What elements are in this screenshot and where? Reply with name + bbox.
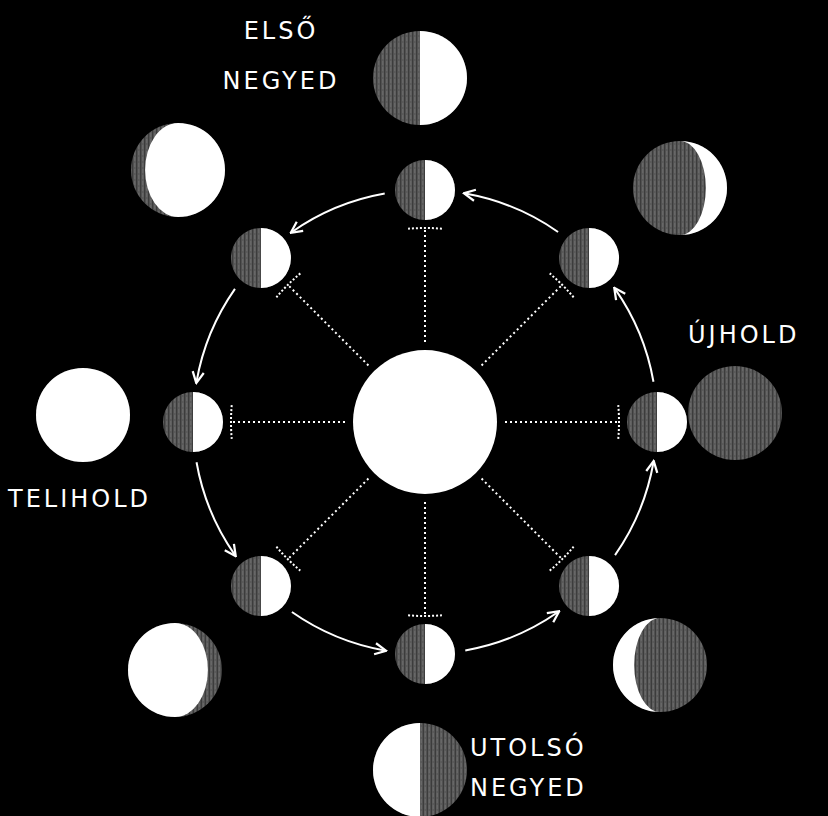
orbit-arrow — [292, 612, 385, 650]
last-quarter — [373, 723, 467, 816]
waning-crescent — [613, 618, 707, 712]
first-quarter — [373, 31, 467, 125]
orbit-moon — [395, 624, 455, 684]
moon-lit — [589, 228, 619, 288]
moon-lit — [425, 160, 455, 220]
sight-line — [289, 479, 368, 558]
moon-dark — [395, 624, 455, 684]
moon-lit — [36, 368, 130, 462]
orbit-moon — [163, 392, 223, 452]
moon-lit — [589, 556, 619, 616]
sight-line — [233, 421, 345, 423]
moon-dark — [613, 618, 707, 712]
moon-lit — [373, 723, 420, 816]
moon-dark — [559, 556, 619, 616]
phase-label: TELIHOLD — [8, 482, 198, 516]
orbit-arrow — [292, 194, 385, 232]
orbit-arrow — [615, 289, 653, 382]
phase-label: UTOLSÓ NEGYED — [470, 728, 640, 808]
waxing-crescent — [633, 141, 727, 235]
moon-dark — [36, 368, 130, 462]
sight-line — [482, 286, 561, 365]
sight-line — [289, 286, 368, 365]
earth — [353, 350, 497, 494]
orbit-arrow — [615, 462, 653, 555]
moon-lit — [261, 556, 291, 616]
orbit-moon — [627, 392, 687, 452]
moon-dark — [231, 556, 291, 616]
moon-dark — [131, 123, 225, 217]
moon-dark — [373, 723, 467, 816]
orbit-arrow — [465, 194, 558, 232]
sight-line — [424, 230, 426, 342]
moon-lit — [145, 123, 225, 217]
moon-lit — [193, 392, 223, 452]
moon-lit — [657, 392, 687, 452]
view-bracket — [408, 614, 442, 617]
moon-dark — [231, 228, 291, 288]
sight-line — [482, 479, 561, 558]
orbit-arrow — [197, 289, 235, 382]
orbit-moon — [395, 160, 455, 220]
moon-dark — [395, 160, 455, 220]
moon-lit — [261, 228, 291, 288]
orbit-moon — [559, 556, 619, 616]
moon-lit — [128, 623, 208, 717]
orbit-group — [36, 31, 782, 816]
phase-label: ÚJHOLD — [688, 318, 822, 352]
orbit-moon — [559, 228, 619, 288]
sight-line — [505, 421, 617, 423]
orbit-moon — [231, 228, 291, 288]
orbit-arrow — [197, 462, 235, 555]
sight-line — [424, 502, 426, 614]
moon-lit — [420, 31, 467, 125]
new-moon — [688, 366, 782, 460]
phase-label: ELSŐ NEGYED — [198, 6, 364, 106]
moon-lit — [613, 618, 660, 712]
moon-dark — [633, 141, 727, 235]
moon-dark — [128, 623, 222, 717]
orbit-moon — [231, 556, 291, 616]
orbit-arrow — [465, 612, 558, 650]
moon-dark — [688, 366, 782, 460]
waxing-gibbous — [131, 123, 225, 217]
full-moon — [36, 368, 130, 462]
moon-lit — [680, 141, 727, 235]
waning-gibbous — [128, 623, 222, 717]
moon-dark — [627, 392, 687, 452]
view-bracket — [408, 227, 442, 230]
view-bracket — [230, 405, 233, 439]
moon-dark — [559, 228, 619, 288]
moon-lit — [425, 624, 455, 684]
moon-dark — [373, 31, 467, 125]
moon-dark — [163, 392, 223, 452]
view-bracket — [617, 405, 620, 439]
